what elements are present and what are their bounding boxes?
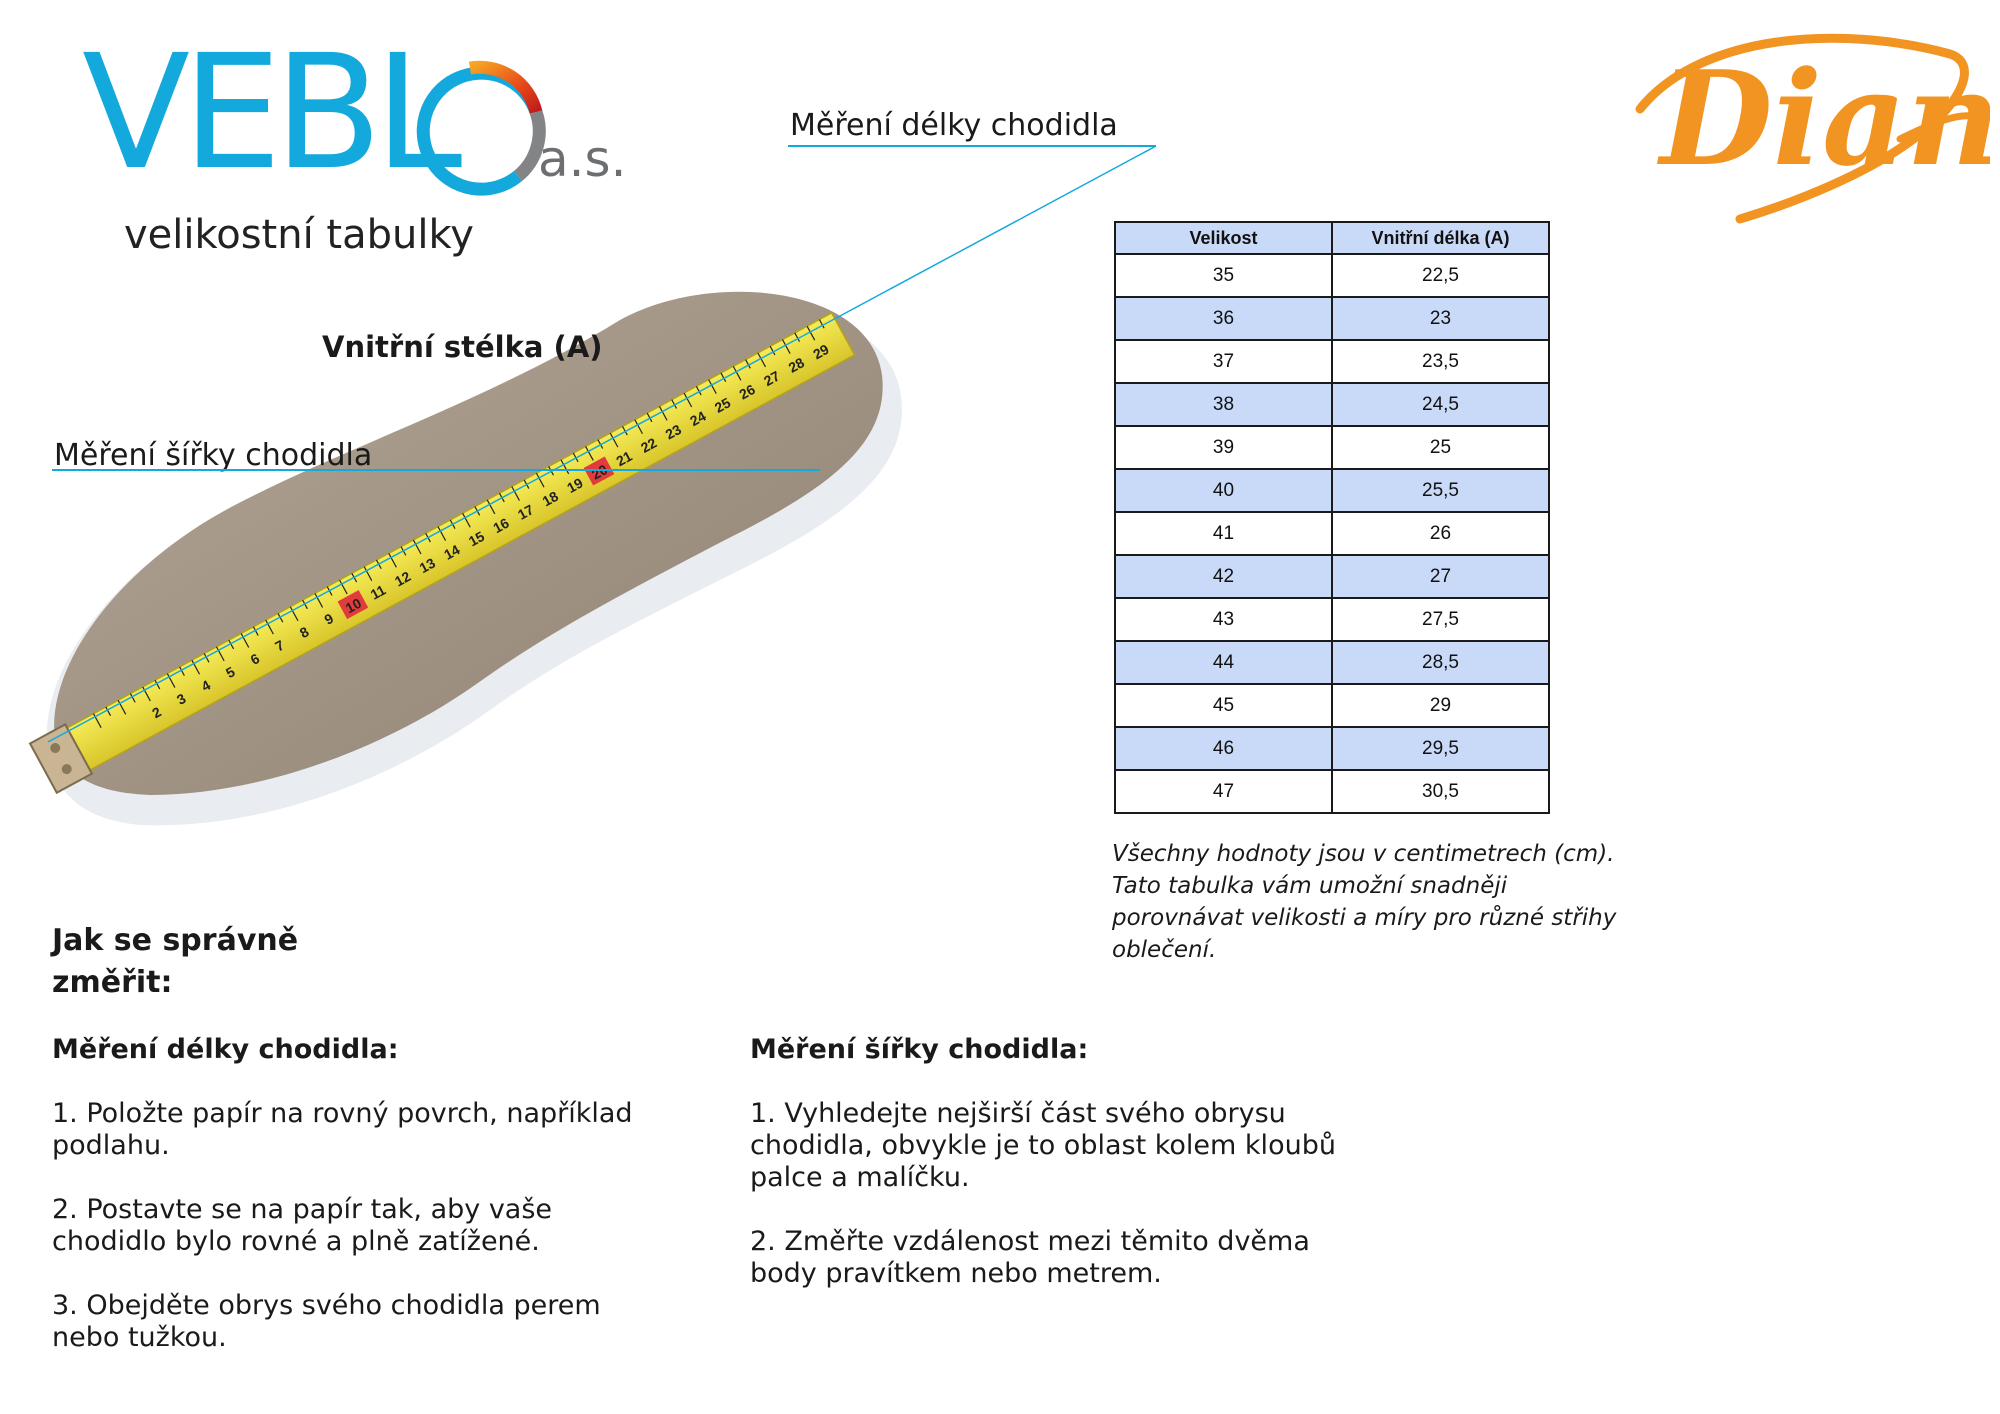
tape-hook bbox=[28, 723, 94, 795]
inner-length-cell: 27 bbox=[1331, 554, 1550, 599]
width-instructions-title: Měření šířky chodidla: bbox=[750, 1034, 1089, 1065]
size-table-header-size: Velikost bbox=[1114, 221, 1333, 255]
brand-logo-letters: VEBL bbox=[82, 21, 462, 205]
size-cell: 39 bbox=[1114, 425, 1333, 470]
size-cell: 46 bbox=[1114, 726, 1333, 771]
size-cell: 36 bbox=[1114, 296, 1333, 341]
size-cell: 40 bbox=[1114, 468, 1333, 513]
brand-logo-suffix: a.s. bbox=[538, 130, 627, 188]
size-cell: 47 bbox=[1114, 769, 1333, 814]
size-cell: 44 bbox=[1114, 640, 1333, 685]
howto-title: Jak se správně změřit: bbox=[52, 923, 299, 1000]
inner-length-cell: 23 bbox=[1331, 296, 1550, 341]
size-table-header: Velikost Vnitřní délka (A) bbox=[1114, 221, 1550, 255]
width-instructions: Měření šířky chodidla: 1. Vyhledejte nej… bbox=[750, 1034, 1370, 1322]
inner-length-cell: 29 bbox=[1331, 683, 1550, 728]
size-table-header-length: Vnitřní délka (A) bbox=[1331, 221, 1550, 255]
size-cell: 41 bbox=[1114, 511, 1333, 556]
width-step: 1. Vyhledejte nejširší část svého obrysu… bbox=[750, 1098, 1336, 1193]
inner-length-cell: 29,5 bbox=[1331, 726, 1550, 771]
size-cell: 42 bbox=[1114, 554, 1333, 599]
inner-length-cell: 28,5 bbox=[1331, 640, 1550, 685]
size-cell: 35 bbox=[1114, 253, 1333, 298]
inner-length-cell: 25,5 bbox=[1331, 468, 1550, 513]
inner-length-cell: 23,5 bbox=[1331, 339, 1550, 384]
size-cell: 38 bbox=[1114, 382, 1333, 427]
inner-length-cell: 22,5 bbox=[1331, 253, 1550, 298]
dian-logo: Dian bbox=[1635, 33, 1990, 224]
label-insole: Vnitřní stélka (A) bbox=[322, 330, 603, 364]
brand-logo-o-ring bbox=[416, 60, 546, 196]
length-step: 1. Položte papír na rovný povrch, napřík… bbox=[52, 1098, 633, 1161]
label-width-measurement: Měření šířky chodidla bbox=[54, 438, 373, 473]
inner-length-cell: 26 bbox=[1331, 511, 1550, 556]
inner-length-cell: 30,5 bbox=[1331, 769, 1550, 814]
size-cell: 45 bbox=[1114, 683, 1333, 728]
size-cell: 43 bbox=[1114, 597, 1333, 642]
inner-length-cell: 25 bbox=[1331, 425, 1550, 470]
inner-length-cell: 27,5 bbox=[1331, 597, 1550, 642]
label-length-measurement: Měření délky chodidla bbox=[790, 108, 1118, 143]
size-cell: 37 bbox=[1114, 339, 1333, 384]
table-note: Všechny hodnoty jsou v centimetrech (cm)… bbox=[1112, 841, 1617, 963]
length-instructions-title: Měření délky chodidla: bbox=[52, 1034, 399, 1065]
length-instructions: Měření délky chodidla: 1. Položte papír … bbox=[52, 1034, 672, 1386]
length-step: 3. Obejděte obrys svého chodidla perem n… bbox=[52, 1290, 601, 1353]
inner-length-cell: 24,5 bbox=[1331, 382, 1550, 427]
length-step: 2. Postavte se na papír tak, aby vaše ch… bbox=[52, 1194, 553, 1257]
width-step: 2. Změřte vzdálenost mezi těmito dvěma b… bbox=[750, 1226, 1310, 1289]
